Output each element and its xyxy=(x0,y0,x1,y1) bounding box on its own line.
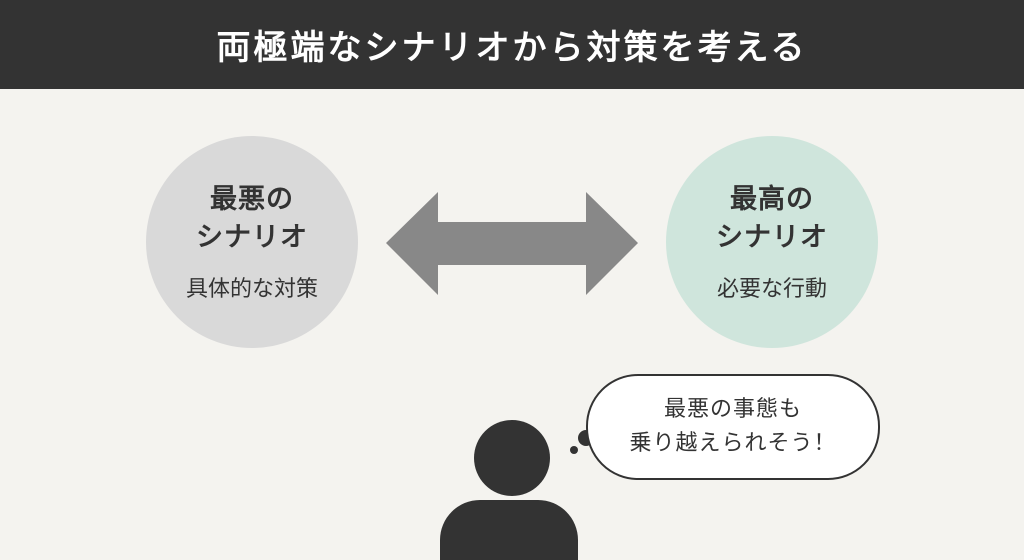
best-title-line1: 最高の xyxy=(730,184,814,215)
thought-bubble: 最悪の事態も 乗り越えられそう！ xyxy=(586,374,880,480)
thought-dot-small xyxy=(570,446,578,454)
person-head-icon xyxy=(474,420,550,496)
worst-title-line1: 最悪の xyxy=(210,184,294,215)
bubble-line1: 最悪の事態も xyxy=(663,397,802,422)
header-bar: 両極端なシナリオから対策を考える xyxy=(0,0,1024,89)
worst-subtitle: 具体的な対策 xyxy=(185,277,318,302)
worst-scenario-circle: 最悪の シナリオ 具体的な対策 xyxy=(146,136,358,348)
worst-title-line2: シナリオ xyxy=(196,222,308,253)
best-subtitle: 必要な行動 xyxy=(716,277,827,302)
person-body-icon xyxy=(440,500,578,560)
bubble-line2: 乗り越えられそう！ xyxy=(629,431,837,456)
best-title-line2: シナリオ xyxy=(716,222,828,253)
best-scenario-circle: 最高の シナリオ 必要な行動 xyxy=(666,136,878,348)
double-arrow-icon xyxy=(386,192,638,295)
page-title: 両極端なシナリオから対策を考える xyxy=(216,28,808,68)
